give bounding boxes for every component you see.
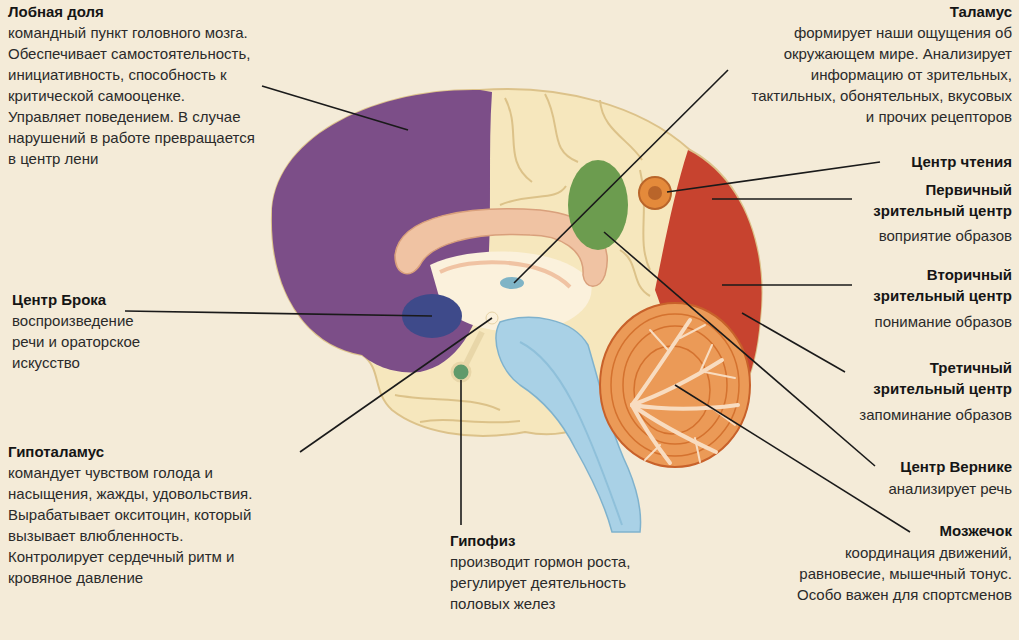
region-heading: Центр Вернике — [900, 456, 1012, 477]
region-heading: Центр чтения — [911, 151, 1012, 172]
region-description: воприятие образов — [812, 225, 1012, 246]
region-description: формирует наши ощущения об окружающем ми… — [747, 22, 1012, 127]
region-description: воспроизведение речи и ораторское искусс… — [12, 310, 167, 373]
region-heading: Центр Брока — [12, 289, 106, 310]
region-heading: Таламус — [950, 1, 1012, 22]
region-heading: Мозжечок — [939, 520, 1012, 541]
reading-center-core — [648, 186, 662, 200]
region-description: командный пункт головного мозга. Обеспеч… — [8, 22, 256, 169]
region-heading: Гипоталамус — [8, 441, 104, 462]
pituitary-stalk — [465, 332, 482, 366]
region-description: анализирует речь — [812, 478, 1012, 499]
region-description: командует чувством голода и насыщения, ж… — [8, 462, 270, 588]
region-heading: Гипофиз — [450, 530, 515, 551]
region-heading: Лобная доля — [8, 1, 104, 22]
reading-center — [639, 177, 671, 209]
pituitary — [452, 363, 470, 381]
region-heading: Вторичный зрительный центр — [847, 264, 1012, 306]
region-description: координация движений, равновесие, мышечн… — [767, 542, 1012, 605]
region-heading: Первичный зрительный центр — [847, 179, 1012, 221]
region-heading: Третичный зрительный центр — [847, 357, 1012, 399]
wernicke-area — [568, 160, 628, 250]
region-description: запоминание образов — [812, 404, 1012, 425]
region-description: производит гормон роста, регулирует деят… — [450, 551, 655, 614]
thalamus — [500, 277, 524, 289]
region-description: понимание образов — [812, 311, 1012, 332]
